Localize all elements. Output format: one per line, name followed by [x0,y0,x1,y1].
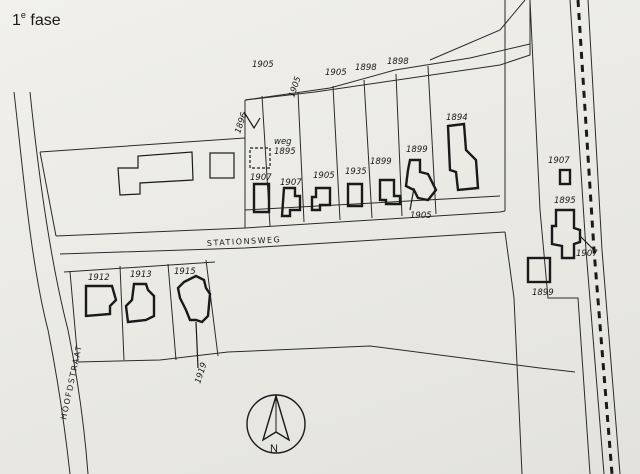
year-label: 1915 [174,267,196,277]
leader-line [409,187,415,211]
building-1907-b [280,186,302,218]
parcel-line [205,259,219,357]
right-road-edge [504,0,523,474]
south-block-south-line [77,345,576,373]
year-label: 1907 [250,173,272,183]
stationsweg-edge-south [59,231,506,255]
building-weg-dashed [249,147,271,169]
right-road-edge-2 [529,0,591,474]
year-label: 1898 [355,63,377,73]
compass-rose: N [246,393,306,455]
year-label: 1905 [287,75,303,99]
leader-line [195,321,199,369]
building-1905 [310,186,332,212]
hoofdstraat-label: HOOFDSTRAAT [59,344,84,421]
arrow-marker [243,111,261,130]
year-label: 1905 [313,171,335,181]
building-1899-b [404,158,438,202]
year-label: 1898 [387,57,409,67]
building-1899 [378,178,402,206]
parcel-line [332,85,341,221]
building-1913 [124,282,156,324]
building-1912 [84,284,118,318]
building-small-left [209,152,235,179]
compass-label: N [270,443,278,455]
year-label: 1912 [88,273,110,283]
weg-label: weg [274,137,292,147]
phase-title: 1e fase [12,10,61,29]
year-label: 1907 [576,249,598,259]
building-right-1907 [558,168,572,186]
year-label: 1905 [325,68,347,78]
leader-line [579,235,597,253]
hoofdstraat-edge-right [29,91,89,474]
building-large-left [117,151,194,196]
year-label: 1896 [233,111,249,135]
north-block-upper-line [244,43,531,101]
stationsweg-label: STATIONSWEG [207,235,282,248]
parcel-line [119,265,125,361]
stationsweg-edge-north [55,210,506,237]
year-label: 1907 [548,156,570,166]
building-1915 [176,274,212,324]
north-block-west-edge [39,151,57,237]
north-block-boundary [39,0,531,228]
parcel-line [363,79,373,219]
year-label: 1905 [252,60,274,70]
year-label: 1913 [130,270,152,280]
rear-lot-line [244,195,501,211]
north-block-angled-line [429,0,526,61]
building-right-1895 [550,208,582,260]
parcel-line [167,263,177,361]
year-label: 1899 [406,145,428,155]
year-label: 1907 [280,178,302,188]
hoofdstraat-edge-left [13,91,71,474]
year-label: 1894 [446,113,468,123]
building-1907-a [252,182,271,214]
year-label: 1895 [554,196,576,206]
parcel-line [297,91,305,223]
parcel-line [395,73,403,217]
year-label: 1899 [370,157,392,167]
building-1894 [446,122,480,192]
year-label: 1905 [410,211,432,221]
railway-edge-west [569,0,605,474]
railway-track [576,0,614,474]
year-label: 1895 [274,147,296,157]
railway-edge-east [587,0,621,474]
south-block-north-line [63,261,216,273]
building-right-1899 [526,256,552,284]
building-1935 [346,182,364,208]
year-label: 1899 [532,288,554,298]
south-block-west-edge [69,271,79,363]
year-label: 1919 [193,361,209,385]
year-label: 1935 [345,167,367,177]
